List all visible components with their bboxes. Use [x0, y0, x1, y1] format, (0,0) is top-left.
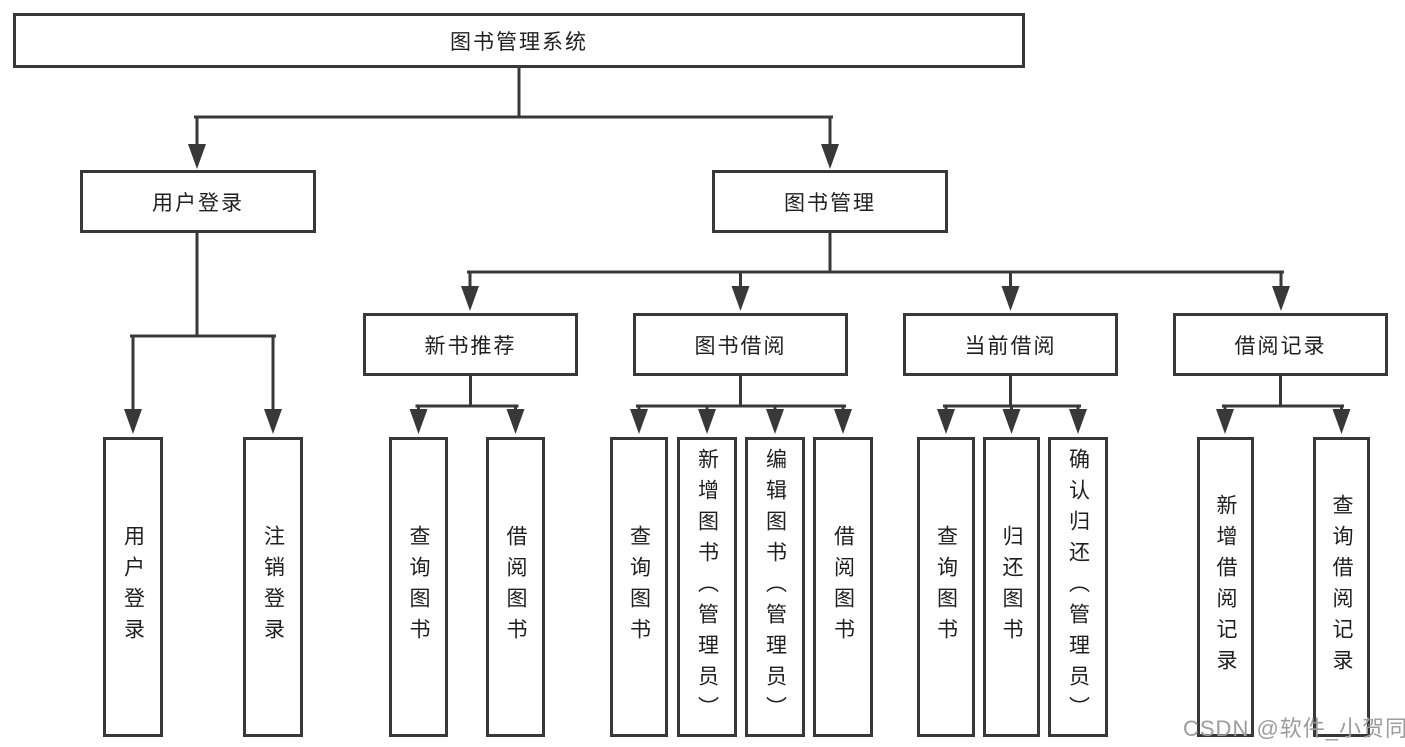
leaf-add-book-admin-label: 新增图书（管理员）	[695, 447, 719, 727]
leaf-confirm-return-admin: 确认归还（管理员）	[1048, 437, 1108, 737]
leaf-borrow-book-1: 借阅图书	[486, 437, 545, 737]
leaf-query-book-1-label: 查询图书	[407, 525, 430, 649]
leaf-borrow-book-2-label: 借阅图书	[831, 525, 855, 649]
node-current-borrowing: 当前借阅	[903, 313, 1118, 376]
csdn-watermark: CSDN @软件_小贺同学	[1183, 716, 1405, 741]
leaf-query-book-2-label: 查询图书	[627, 525, 651, 649]
leaf-borrow-book-2: 借阅图书	[813, 437, 873, 737]
node-user-login-label: 用户登录	[152, 191, 244, 215]
node-book-management: 图书管理	[712, 170, 948, 233]
leaf-query-book-2: 查询图书	[610, 437, 668, 737]
leaf-add-book-admin: 新增图书（管理员）	[677, 437, 737, 737]
leaf-query-book-3-label: 查询图书	[934, 525, 958, 649]
node-root: 图书管理系统	[13, 13, 1025, 68]
leaf-confirm-return-admin-label: 确认归还（管理员）	[1066, 447, 1090, 727]
leaf-add-borrow-record-label: 新增借阅记录	[1214, 494, 1237, 680]
leaf-query-book-3: 查询图书	[917, 437, 975, 737]
node-new-book-recommendation-label: 新书推荐	[424, 334, 517, 358]
node-root-label: 图书管理系统	[450, 30, 588, 54]
node-user-login: 用户登录	[80, 170, 316, 233]
leaf-edit-book-admin-label: 编辑图书（管理员）	[763, 447, 787, 727]
leaf-query-borrow-record-label: 查询借阅记录	[1330, 494, 1353, 680]
leaf-user-login-label: 用户登录	[121, 525, 145, 649]
node-book-management-label: 图书管理	[784, 191, 876, 215]
node-book-borrowing: 图书借阅	[633, 313, 848, 376]
leaf-borrow-book-1-label: 借阅图书	[504, 525, 527, 649]
leaf-edit-book-admin: 编辑图书（管理员）	[745, 437, 805, 737]
leaf-query-borrow-record: 查询借阅记录	[1313, 437, 1370, 737]
node-borrowing-records-label: 借阅记录	[1234, 334, 1327, 358]
leaf-return-book-label: 归还图书	[1000, 525, 1023, 649]
leaf-logout: 注销登录	[243, 437, 303, 737]
leaf-logout-label: 注销登录	[261, 525, 285, 649]
leaf-return-book: 归还图书	[983, 437, 1040, 737]
node-new-book-recommendation: 新书推荐	[363, 313, 578, 376]
leaf-query-book-1: 查询图书	[389, 437, 448, 737]
leaf-add-borrow-record: 新增借阅记录	[1197, 437, 1254, 737]
node-borrowing-records: 借阅记录	[1173, 313, 1388, 376]
leaf-user-login: 用户登录	[103, 437, 163, 737]
node-current-borrowing-label: 当前借阅	[964, 334, 1057, 358]
node-book-borrowing-label: 图书借阅	[694, 334, 787, 358]
